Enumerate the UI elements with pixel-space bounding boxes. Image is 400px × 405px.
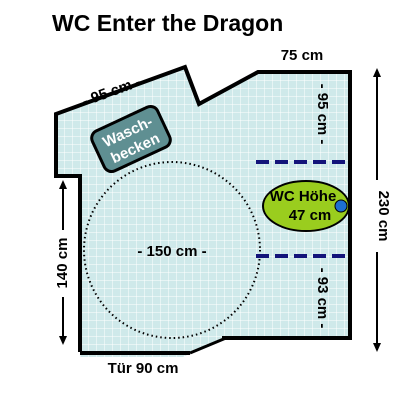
door-swing-line [189, 336, 227, 355]
toilet: WC Höhe 47 cm [262, 180, 350, 232]
left-dimension-arrow-top [59, 180, 67, 189]
diagram-title: WC Enter the Dragon [52, 10, 284, 36]
wc-label-line1: WC Höhe [270, 188, 337, 205]
wc-marker [334, 199, 348, 213]
circle-diameter-label: - 150 cm - [137, 243, 206, 260]
left-height-label: 140 cm [54, 238, 71, 289]
right-dimension-arrow-top [373, 68, 381, 77]
wc-label-line2: 47 cm [289, 207, 332, 224]
room-walls [54, 64, 352, 352]
right-upper-gap-label: - 95 cm - [314, 84, 331, 145]
turning-circle [83, 161, 261, 339]
sink: Wasch- becken [90, 104, 172, 174]
right-dimension-arrow-bottom [373, 343, 381, 352]
top-width-label: 75 cm [281, 47, 324, 64]
right-height-label: 230 cm [375, 191, 392, 242]
left-dimension-arrow-bottom [59, 336, 67, 345]
door-width-label: Tür 90 cm [108, 360, 179, 377]
right-lower-gap-label: - 93 cm - [314, 268, 331, 329]
